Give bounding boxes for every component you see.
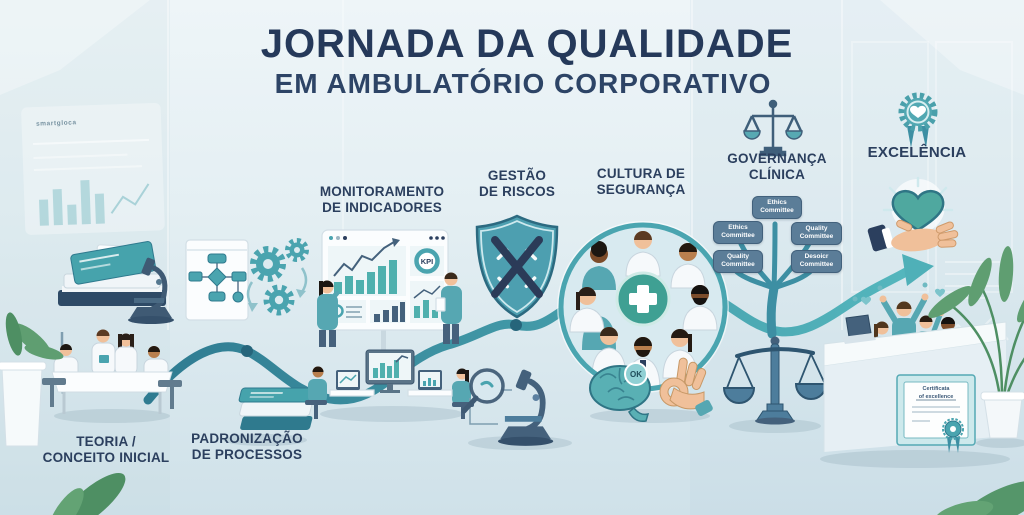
stage-label-teoria: TEORIA / CONCEITO INICIAL (42, 434, 170, 465)
committee-box: Desoicr Committee (791, 250, 842, 273)
corner-leaf-left (48, 472, 126, 515)
shield-icon (475, 214, 559, 319)
plant-left (0, 312, 64, 447)
books-pile-icon (238, 387, 313, 430)
ok-badge (624, 362, 648, 386)
page-subtitle: EM AMBULATÓRIO CORPORATIVO (274, 68, 772, 99)
microscope-icon (498, 369, 554, 446)
path-node (241, 345, 253, 357)
stage-excelencia-icons (823, 92, 1007, 453)
dashboard-icon (321, 229, 449, 331)
stage-label-governanca: GOVERNANÇA CLÍNICA (727, 151, 827, 182)
governance-scale-small-icon (743, 99, 803, 157)
monitoring-team-scene (305, 349, 474, 419)
glass-dashboard-panel (21, 102, 165, 235)
gears-icon (246, 238, 309, 316)
dashboard-presenters (317, 272, 462, 347)
stage-label-gestao-riscos: GESTÃO DE RISCOS (478, 168, 556, 199)
ok-badge-label: OK (630, 370, 642, 379)
kpi-badge-label: KPI (421, 257, 434, 266)
certificate-title: Certificata of excellence (918, 386, 954, 401)
stage-label-monitoramento: MONITORAMENTO DE INDICADORES (319, 184, 445, 215)
meeting-table-scene (42, 329, 182, 414)
path-node (510, 319, 522, 331)
stage-cultura-icons (557, 221, 729, 423)
stage-riscos-icons (461, 214, 559, 446)
committee-box: Ethics Committee (752, 196, 802, 219)
stage-governanca-icons (722, 99, 828, 425)
flowchart-icon (185, 239, 249, 321)
committee-box: Ethics Committee (713, 221, 763, 244)
hand-heart-icon (867, 176, 959, 252)
committee-box: Quality Committee (713, 250, 763, 273)
journey-path (143, 254, 934, 405)
certificate-icon (896, 374, 976, 453)
microscope-icon (128, 257, 174, 324)
stage-padronizacao-icons (185, 238, 313, 430)
smartglass-label: smartgloca (35, 119, 77, 128)
plant-right (928, 246, 1024, 448)
path-arrowhead-icon (902, 254, 934, 286)
stage-teoria-icons (42, 241, 182, 414)
award-badge-icon (898, 92, 938, 148)
stage-monitoramento-icons (305, 229, 474, 419)
corner-leaf-right (934, 480, 1024, 515)
stage-label-padronizacao: PADRONIZAÇÃO DE PROCESSOS (191, 431, 303, 462)
stage-label-excelencia: EXCELÊNCIA (867, 144, 967, 161)
committee-box: Quality Committee (791, 222, 842, 245)
magnifier-icon (461, 368, 512, 425)
page-title: JORNADA DA QUALIDADE (260, 22, 794, 66)
ok-hand-icon (659, 357, 713, 416)
laptop-icon (842, 314, 876, 344)
stage-label-cultura: CULTURA DE SEGURANÇA (596, 166, 686, 197)
kpi-badge (414, 248, 440, 274)
scales-of-justice-icon (722, 336, 828, 425)
brain-icon (589, 362, 651, 423)
